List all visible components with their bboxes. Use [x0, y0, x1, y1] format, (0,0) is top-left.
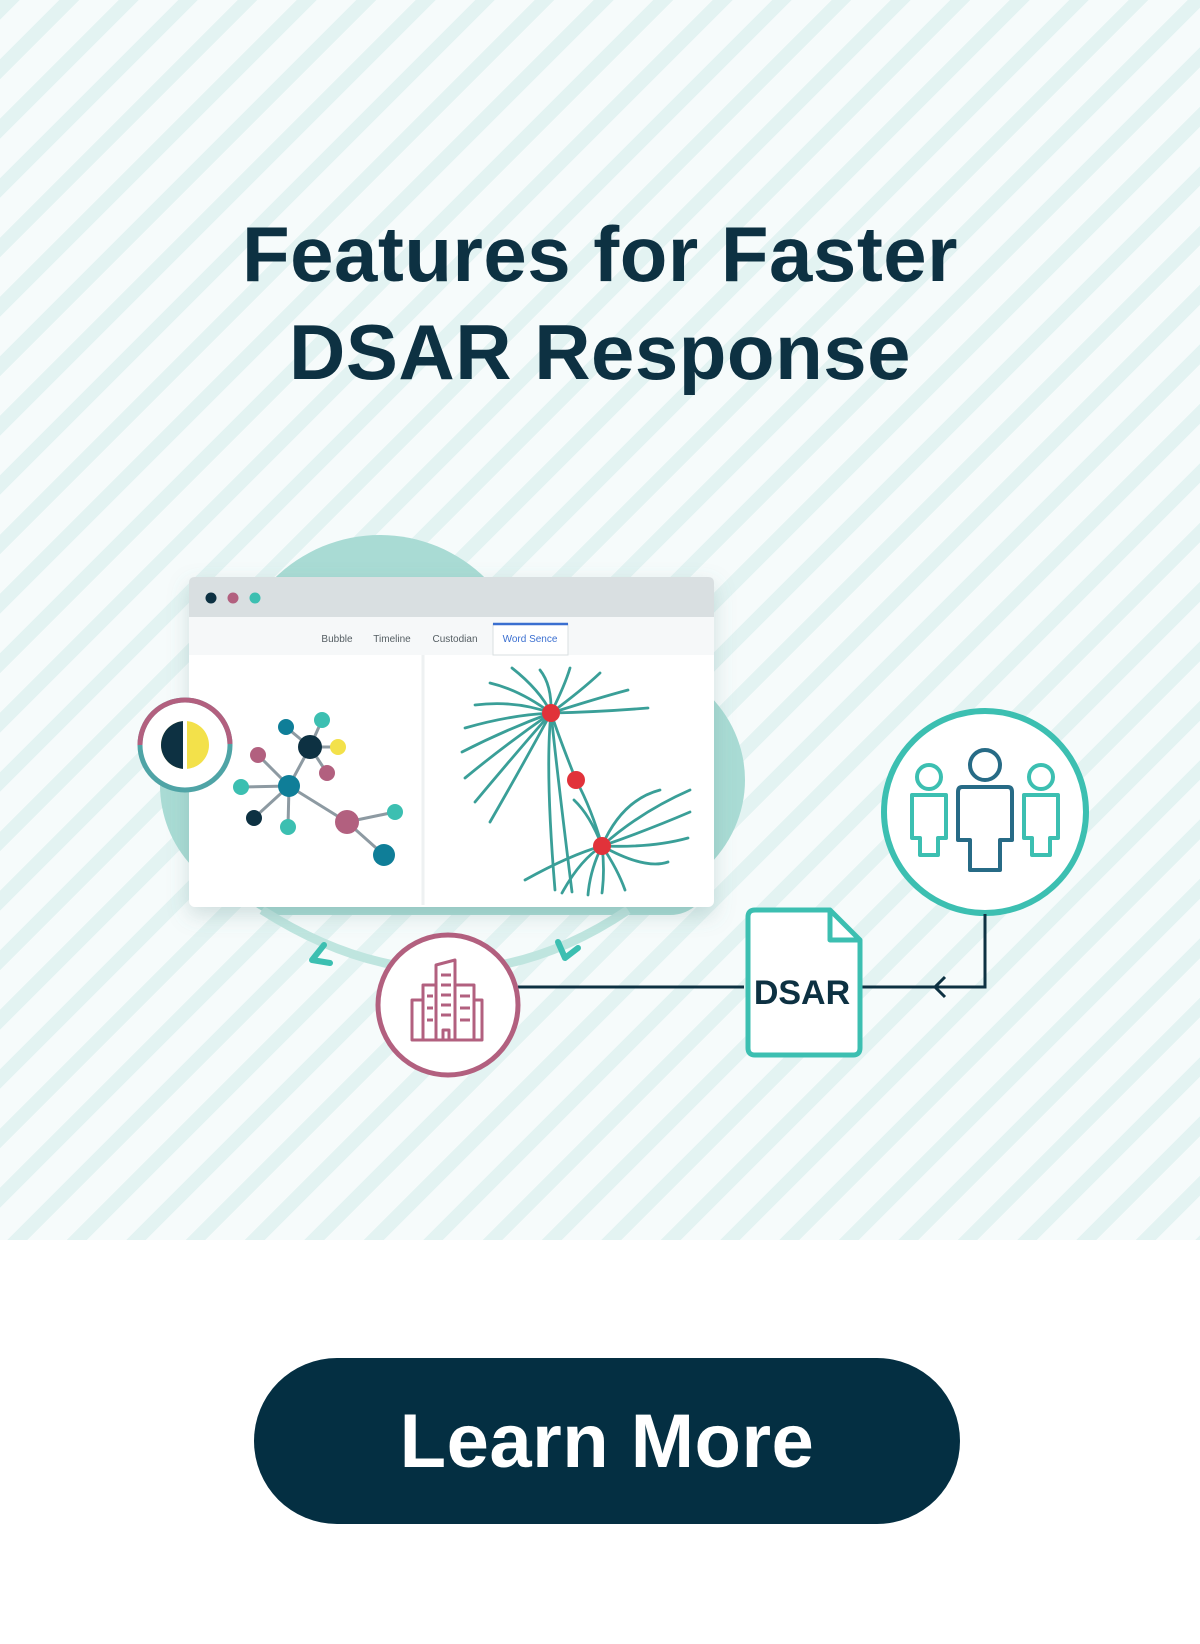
arrow-left-icon [309, 942, 333, 966]
dsar-label: DSAR [754, 974, 850, 1012]
page-title: Features for Faster DSAR Response [0, 205, 1200, 401]
window-dot-close [205, 592, 217, 604]
window-titlebar [189, 577, 714, 617]
tab-bar [189, 617, 714, 655]
app-window: Bubble Timeline Custodian Word Sence [189, 577, 714, 907]
building-icon [375, 932, 521, 1078]
word-sense-nodes [542, 704, 611, 855]
tab-timeline[interactable]: Timeline [373, 634, 411, 645]
window-dot-maximize [249, 592, 261, 604]
arrow-right-icon [555, 939, 581, 961]
learn-more-button[interactable]: Learn More [254, 1358, 960, 1524]
dsar-illustration: Bubble Timeline Custodian Word Sence [137, 535, 1089, 1078]
connector-lines [518, 914, 987, 999]
active-tab-bg [492, 623, 569, 656]
dsar-document-icon: DSAR [745, 907, 863, 1058]
tab-bubble[interactable]: Bubble [321, 634, 353, 645]
headline-line-2: DSAR Response [289, 308, 911, 396]
arrow-left-small-icon [932, 975, 947, 999]
tab-custodian[interactable]: Custodian [432, 634, 477, 645]
people-group-icon [881, 708, 1089, 916]
headline-line-1: Features for Faster [241, 210, 959, 298]
contrast-icon [137, 697, 233, 793]
tab-word-sence[interactable]: Word Sence [503, 634, 558, 645]
window-dot-minimize [227, 592, 239, 604]
network-nodes [233, 712, 403, 866]
hero-banner: Features for Faster DSAR Response [0, 0, 1200, 1240]
